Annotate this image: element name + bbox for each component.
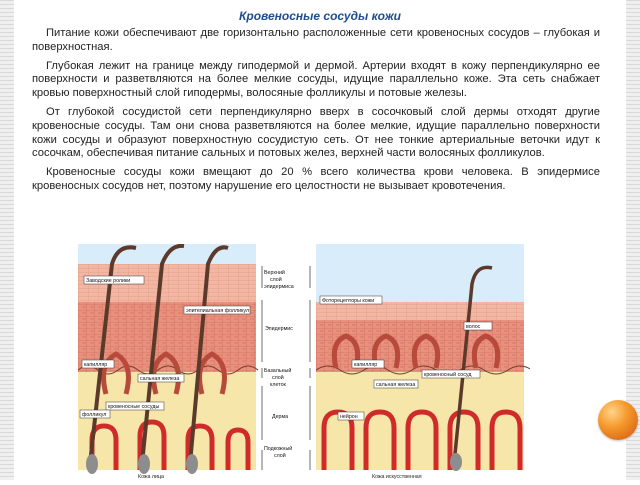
right-caption: Кожа искусственная xyxy=(372,474,422,480)
left-label-5: кровеносные сосуды xyxy=(108,404,159,410)
left-label-1: Заводские ролики xyxy=(86,278,130,284)
left-label-2: эпителиальная фолликул xyxy=(186,308,249,314)
layer-top-line1: Верхний xyxy=(264,269,285,276)
decorative-orange-orb xyxy=(598,400,638,440)
left-label-3: капилляр xyxy=(84,362,107,368)
right-skin-panel: Фоторецепторы кожи волос капилляр кровен… xyxy=(315,244,533,480)
paragraph-4: Кровеносные сосуды кожи вмещают до 20 % … xyxy=(32,166,600,192)
left-caption: Кожа лица xyxy=(138,474,164,480)
layer-basal-line1: Базальный xyxy=(264,367,291,374)
layer-dermis: Дерма xyxy=(272,414,288,420)
right-label-3: капилляр xyxy=(354,362,377,368)
paragraph-2: Глубокая лежит на границе между гиподерм… xyxy=(32,59,600,100)
svg-text:клеток: клеток xyxy=(270,382,287,388)
slide-frame-left xyxy=(0,0,14,480)
left-label-4: сальная железа xyxy=(140,376,179,382)
left-label-6: фолликул xyxy=(82,412,106,418)
body-text: Питание кожи обеспечивают две горизонтал… xyxy=(32,27,600,199)
skin-diagram: Заводские ролики эпителиальная фолликул … xyxy=(77,243,533,480)
slide-title: Кровеносные сосуды кожи xyxy=(238,9,402,23)
skin-diagram-svg: Заводские ролики эпителиальная фолликул … xyxy=(77,243,533,480)
paragraph-3: От глубокой сосудистой сети перпендикуля… xyxy=(32,105,600,160)
right-label-1: Фоторецепторы кожи xyxy=(322,298,374,304)
right-label-4: кровеносный сосуд xyxy=(424,371,471,378)
right-label-2: волос xyxy=(466,324,481,330)
layer-hypodermis-line1: Подкожный xyxy=(264,445,292,452)
left-skin-panel: Заводские ролики эпителиальная фолликул … xyxy=(77,243,259,480)
right-label-6: нейрон xyxy=(340,413,358,420)
svg-text:слой: слой xyxy=(274,452,286,459)
svg-text:слой: слой xyxy=(272,374,284,381)
layer-epidermis: Эпидермис xyxy=(265,326,293,332)
paragraph-1: Питание кожи обеспечивают две горизонтал… xyxy=(32,27,600,53)
right-label-5: сальная железа xyxy=(376,382,415,388)
svg-text:слой: слой xyxy=(270,276,282,283)
slide-frame-right xyxy=(626,0,640,480)
layer-labels: Верхний слой эпидермиса Эпидермис Базаль… xyxy=(261,266,311,470)
svg-text:эпидермиса: эпидермиса xyxy=(264,284,294,290)
